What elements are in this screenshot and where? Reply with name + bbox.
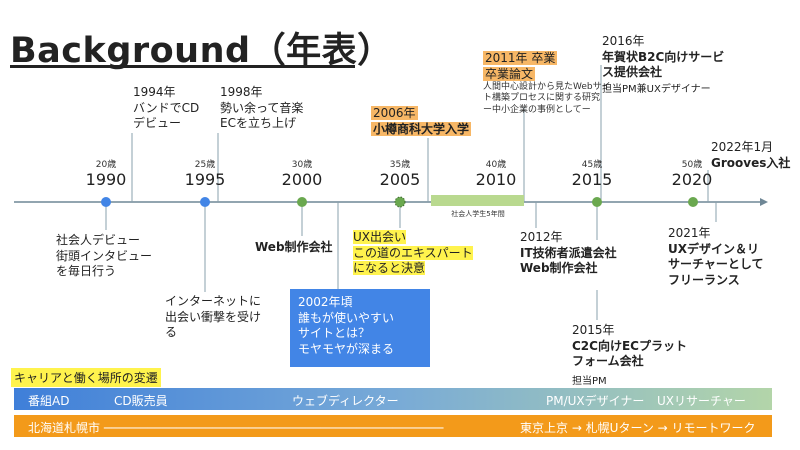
place-item: 東京上京 → 札幌Uターン → リモートワーク: [520, 421, 756, 435]
age-label: 35歳: [389, 160, 411, 170]
event-2011: 2011年 卒業 卒業論文: [483, 51, 558, 81]
event-2012: 2012年 IT技術者派遣会社 Web制作会社: [520, 230, 617, 276]
title-underline: [10, 65, 355, 68]
year-label: 1995: [184, 170, 226, 189]
career-item: PM/UXデザイナー: [546, 394, 645, 408]
age-label: 30歳: [291, 160, 313, 170]
dot-2000: [297, 197, 307, 207]
age-label: 40歳: [485, 160, 507, 170]
career-item: CD販売員: [114, 394, 168, 408]
event-2022: 2022年1月 Grooves入社: [711, 140, 791, 170]
year-label: 2010: [475, 170, 517, 189]
career-band: 番組AD CD販売員 ウェブディレクター PM/UXデザイナー UXリサーチャー: [14, 388, 772, 410]
place-band: 北海道札幌市 ─────────────────────────────────…: [14, 415, 772, 437]
year-label: 2015: [571, 170, 613, 189]
event-1994: 1994年 バンドでCD デビュー: [133, 85, 200, 131]
year-label: 2000: [281, 170, 323, 189]
event-2016: 2016年 年賀状B2C向けサービ ス提供会社: [602, 34, 725, 80]
event-social-debut: 社会人デビュー 街頭インタビュー を毎日行う: [56, 233, 153, 279]
place-item: 北海道札幌市 ─────────────────────────────────…: [28, 421, 444, 435]
dot-2020: [688, 197, 698, 207]
event-2015: 2015年 C2C向けECプラット フォーム会社: [572, 323, 687, 369]
event-2002-box: 2002年頃 誰もが使いやすい サイトとは？ モヤモヤが深まる: [290, 289, 430, 367]
age-label: 45歳: [581, 160, 603, 170]
event-internet: インターネットに 出会い衝撃を受け る: [165, 294, 262, 340]
student-period-bar: [431, 195, 524, 206]
event-ux-meet: UX出会い この道のエキスパート になると決意: [353, 230, 473, 276]
year-label: 2005: [379, 170, 421, 189]
event-2006: 2006年 小樽商科大学入学: [371, 106, 472, 136]
event-1998: 1998年 勢い余って音楽 ECを立ち上げ: [220, 85, 304, 131]
event-web-company: Web制作会社: [255, 240, 333, 254]
timeline-arrow-head: [760, 198, 768, 206]
event-2015-role: 担当PM: [572, 376, 607, 387]
year-label: 2020: [671, 170, 713, 189]
age-label: 50歳: [681, 160, 703, 170]
career-item: UXリサーチャー: [657, 394, 746, 408]
page-title: Background（年表）: [10, 31, 393, 71]
career-item: ウェブディレクター: [292, 394, 399, 408]
event-2021: 2021年 UXデザイン＆リ サーチャーとして フリーランス: [668, 226, 764, 287]
event-2011-thesis: 人間中心設計から見たWebサイ ト構築プロセスに関する研究 ー中小企業の事例とし…: [483, 82, 611, 115]
dot-1995: [200, 197, 210, 207]
event-2016-role: 担当PM兼UXデザイナー: [602, 84, 711, 95]
age-label: 20歳: [95, 160, 117, 170]
dot-2015: [592, 197, 602, 207]
year-label: 1990: [85, 170, 127, 189]
career-item: 番組AD: [28, 394, 70, 408]
dot-1990: [101, 197, 111, 207]
dot-2005: [394, 196, 406, 208]
career-heading: キャリアと働く場所の変遷: [11, 368, 161, 387]
age-label: 25歳: [194, 160, 216, 170]
student-period-label: 社会人学生5年間: [451, 210, 505, 218]
